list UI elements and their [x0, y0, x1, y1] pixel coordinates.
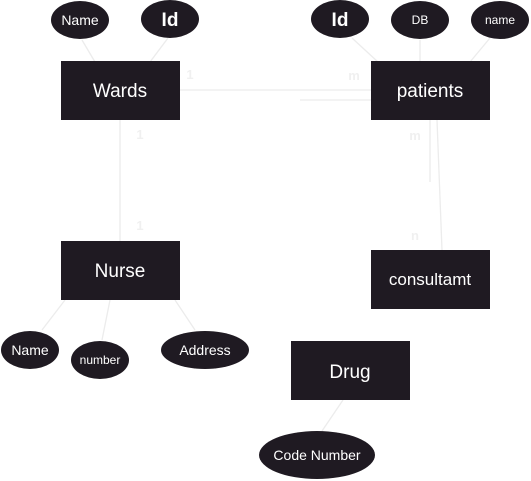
attribute-nurse-number-ellipse	[71, 341, 129, 379]
drug-code-number-connector	[321, 399, 344, 432]
entity-wards-box	[61, 61, 180, 120]
entity-consultant[interactable]: consultamt	[371, 250, 490, 309]
attribute-patients-id-ellipse	[311, 0, 369, 38]
patients-name-connector	[469, 37, 491, 63]
nurse-address-connector	[174, 299, 196, 331]
attribute-drug-code-number-label: Code Number	[273, 447, 360, 463]
attribute-wards-id-label: Id	[162, 10, 179, 31]
entity-patients[interactable]: patients	[371, 61, 490, 120]
attribute-drug-code-number[interactable]: Code Number	[259, 431, 375, 479]
patients-id-connector	[351, 37, 379, 63]
nurse-number-connector	[101, 299, 111, 341]
attribute-wards-name-label: Name	[61, 12, 99, 28]
attribute-nurse-name-label: Name	[11, 342, 49, 358]
entity-patients-label: patients	[397, 81, 464, 102]
attribute-patients-db-ellipse	[391, 1, 449, 39]
attribute-nurse-address-ellipse	[161, 331, 249, 369]
attribute-wards-id-ellipse	[141, 0, 199, 38]
cardinality-labels: 1 m 1 1 m n	[136, 67, 420, 243]
attribute-drug-code-number-ellipse	[259, 431, 375, 479]
patients-consultant-relationship-line-2	[436, 119, 443, 251]
attribute-wards-name[interactable]: Name	[51, 1, 109, 39]
attribute-nurse-number-label: number	[80, 353, 121, 367]
entity-consultant-label: consultamt	[389, 270, 471, 289]
cardinality-wards-patients-left: 1	[186, 67, 193, 82]
entity-consultant-box	[371, 250, 490, 309]
attribute-patients-id-label: Id	[332, 10, 349, 31]
entity-nurse[interactable]: Nurse	[61, 241, 180, 300]
attribute-nurse-name[interactable]: Name	[1, 331, 59, 369]
wards-name-connector	[81, 39, 96, 63]
attribute-patients-db-label: DB	[412, 13, 429, 27]
attribute-wards-name-ellipse	[51, 1, 109, 39]
connectors	[41, 37, 491, 432]
entity-patients-box	[371, 61, 490, 120]
cardinality-wards-nurse-top: 1	[136, 127, 143, 142]
nurse-name-connector	[41, 299, 66, 331]
entity-nurse-box	[61, 241, 180, 300]
attribute-nurse-address-label: Address	[179, 342, 230, 358]
attribute-patients-name-ellipse	[471, 1, 529, 39]
entity-wards[interactable]: Wards	[61, 61, 180, 120]
cardinality-wards-patients-right: m	[348, 68, 360, 83]
cardinality-patients-consultant-bottom: n	[411, 228, 419, 243]
entity-nurse-label: Nurse	[95, 261, 146, 282]
attribute-nurse-address[interactable]: Address	[161, 331, 249, 369]
attribute-patients-db[interactable]: DB	[391, 1, 449, 39]
attribute-nurse-number[interactable]: number	[71, 341, 129, 379]
entity-wards-label: Wards	[93, 81, 147, 102]
attribute-nurse-name-ellipse	[1, 331, 59, 369]
cardinality-patients-consultant-top: m	[409, 128, 421, 143]
attribute-patients-id[interactable]: Id	[311, 0, 369, 38]
attribute-wards-id[interactable]: Id	[141, 0, 199, 38]
wards-id-connector	[149, 37, 169, 63]
entity-drug-label: Drug	[329, 362, 370, 383]
attribute-patients-name-label: name	[485, 13, 515, 27]
entity-drug-box	[291, 341, 410, 400]
attribute-patients-name[interactable]: name	[471, 1, 529, 39]
cardinality-wards-nurse-bottom: 1	[136, 218, 143, 233]
entity-drug[interactable]: Drug	[291, 341, 410, 400]
